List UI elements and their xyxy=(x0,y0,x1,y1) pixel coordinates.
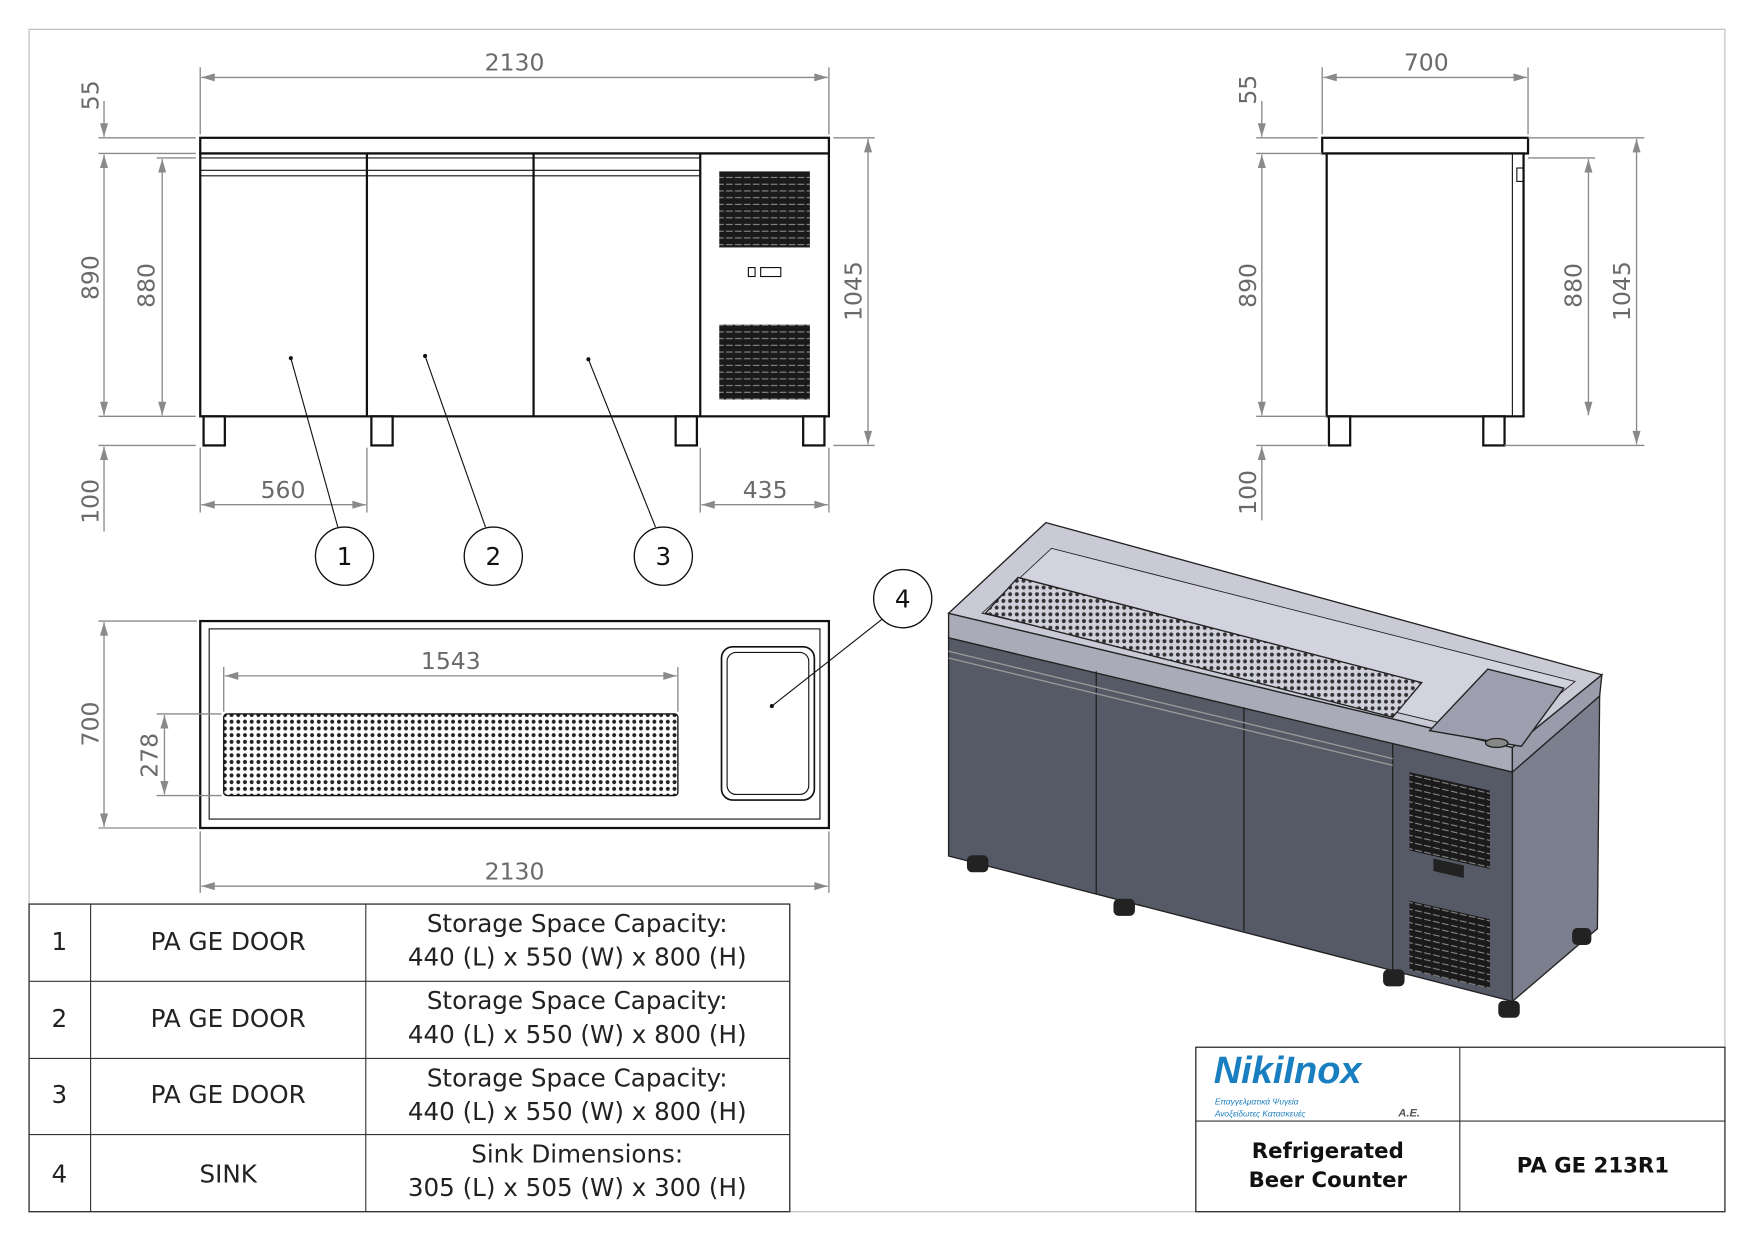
iso-louver-top xyxy=(1409,772,1491,869)
dim-drip-tray-width: 278 xyxy=(136,733,164,778)
svg-text:4: 4 xyxy=(51,1160,67,1189)
dim-total-height: 1045 xyxy=(839,261,867,321)
table-row: 3 PA GE DOOR Storage Space Capacity: 440… xyxy=(51,1063,746,1126)
svg-text:NikiInox: NikiInox xyxy=(1214,1050,1364,1092)
iso-louver-bottom xyxy=(1409,900,1491,989)
side-dim-leg-height: 100 xyxy=(1234,470,1262,515)
dim-top-width: 2130 xyxy=(485,857,545,885)
svg-text:Sink Dimensions:: Sink Dimensions: xyxy=(471,1139,683,1168)
dim-depth: 700 xyxy=(1404,49,1449,77)
product-name-line2: Beer Counter xyxy=(1249,1168,1408,1193)
drawing-frame xyxy=(28,28,1726,1213)
svg-text:Storage Space Capacity:: Storage Space Capacity: xyxy=(427,1063,728,1092)
svg-text:1: 1 xyxy=(51,927,67,956)
dim-door-height: 880 xyxy=(132,263,160,308)
table-row: 4 SINK Sink Dimensions: 305 (L) x 505 (W… xyxy=(51,1139,746,1202)
svg-text:440 (L) x 550 (W) x 800 (H): 440 (L) x 550 (W) x 800 (H) xyxy=(408,1020,747,1049)
side-dim-total-height: 1045 xyxy=(1608,261,1636,321)
iso-drip-tray xyxy=(984,576,1423,719)
dim-door-width: 560 xyxy=(261,476,306,504)
balloon-4: 4 xyxy=(872,568,933,629)
drip-tray xyxy=(223,713,679,797)
product-name-line1: Refrigerated xyxy=(1252,1139,1404,1164)
dim-body-height: 890 xyxy=(76,255,104,300)
dim-overall-width: 2130 xyxy=(485,49,545,77)
table-row: 2 PA GE DOOR Storage Space Capacity: 440… xyxy=(51,986,746,1049)
louver-top xyxy=(719,171,810,248)
svg-text:A.E.: A.E. xyxy=(1397,1108,1420,1120)
svg-text:440 (L) x 550 (W) x 800 (H): 440 (L) x 550 (W) x 800 (H) xyxy=(408,1097,747,1126)
isometric-view xyxy=(947,521,1604,1018)
table-row: 1 PA GE DOOR Storage Space Capacity: 440… xyxy=(51,909,746,972)
svg-text:1: 1 xyxy=(337,542,353,571)
svg-text:2: 2 xyxy=(51,1004,67,1033)
svg-text:3: 3 xyxy=(656,542,672,571)
balloon-1: 1 xyxy=(314,526,375,586)
svg-text:Επαγγελματικά Ψυγεία: Επαγγελματικά Ψυγεία xyxy=(1215,1096,1299,1106)
side-dim-top-thickness: 55 xyxy=(1234,75,1262,105)
svg-text:SINK: SINK xyxy=(200,1160,258,1189)
front-view: 2130 55 890 100 880 1045 560 435 1 2 3 xyxy=(76,49,875,586)
svg-text:PA GE DOOR: PA GE DOOR xyxy=(151,1004,306,1033)
svg-text:Ανοξείδωτες Κατασκευές: Ανοξείδωτες Κατασκευές xyxy=(1214,1109,1307,1119)
dim-leg-height: 100 xyxy=(76,479,104,524)
svg-text:4: 4 xyxy=(895,585,911,614)
balloon-2: 2 xyxy=(463,526,524,586)
control-panel-icon xyxy=(747,267,756,278)
svg-text:PA GE DOOR: PA GE DOOR xyxy=(151,1080,306,1109)
svg-text:PA GE DOOR: PA GE DOOR xyxy=(151,927,306,956)
nikiinox-logo: NikiInox A.E. Επαγγελματικά Ψυγεία Ανοξε… xyxy=(1214,1050,1420,1120)
svg-text:305 (L) x 505 (W) x 300 (H): 305 (L) x 505 (W) x 300 (H) xyxy=(408,1173,747,1202)
dim-top-thickness: 55 xyxy=(76,80,104,110)
svg-text:Storage Space Capacity:: Storage Space Capacity: xyxy=(427,986,728,1015)
side-dim-body-height: 890 xyxy=(1234,263,1262,308)
side-dim-door-height: 880 xyxy=(1560,263,1588,308)
dim-top-depth: 700 xyxy=(76,702,104,747)
svg-text:2: 2 xyxy=(485,542,501,571)
balloon-3: 3 xyxy=(633,526,694,586)
svg-text:440 (L) x 550 (W) x 800 (H): 440 (L) x 550 (W) x 800 (H) xyxy=(408,943,747,972)
dim-drip-tray-length: 1543 xyxy=(421,647,481,675)
svg-text:Storage Space Capacity:: Storage Space Capacity: xyxy=(427,909,728,938)
parts-table: 1 PA GE DOOR Storage Space Capacity: 440… xyxy=(28,903,791,1213)
top-view: 4 1543 278 700 2130 xyxy=(76,568,933,893)
louver-bottom xyxy=(719,324,810,400)
side-view: 700 55 890 100 880 1045 xyxy=(1234,49,1645,521)
model-number: PA GE 213R1 xyxy=(1517,1154,1669,1179)
svg-text:3: 3 xyxy=(51,1080,67,1109)
dim-unit-width: 435 xyxy=(743,476,788,504)
sink xyxy=(720,645,816,801)
title-block: NikiInox A.E. Επαγγελματικά Ψυγεία Ανοξε… xyxy=(1195,1046,1726,1213)
